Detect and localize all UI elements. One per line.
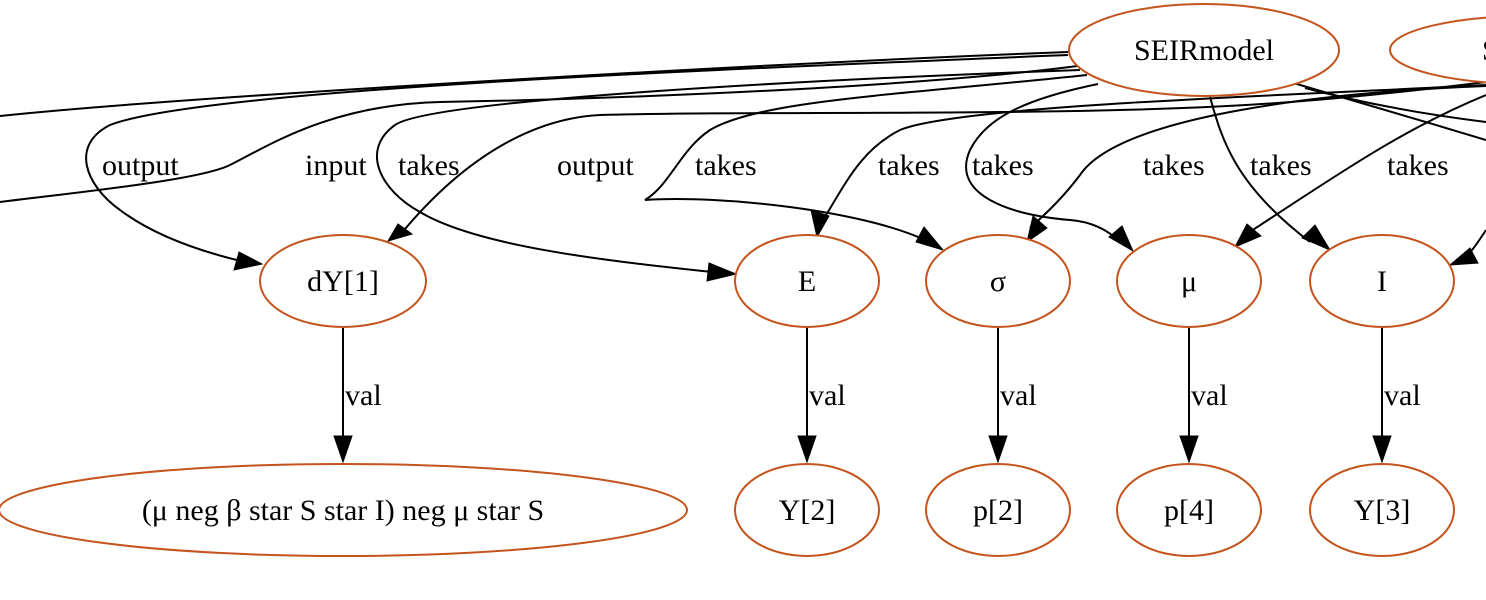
node-y2[interactable]: Y[2] bbox=[734, 463, 880, 557]
arrowhead-e-top bbox=[810, 209, 830, 239]
edge-output-dy1 bbox=[85, 54, 1069, 263]
edge-label-val-mu: val bbox=[1191, 379, 1228, 412]
edge-label-output-2: output bbox=[557, 149, 634, 182]
edge-takes-e bbox=[376, 69, 1081, 273]
edge-output-right-1 bbox=[1289, 81, 1486, 141]
node-i[interactable]: I bbox=[1309, 234, 1455, 328]
arrowhead-val-e bbox=[797, 435, 817, 464]
node-label-seirmodel: SEIRmodel bbox=[1134, 34, 1274, 67]
node-label-e: E bbox=[798, 265, 816, 298]
edge-label-takes-7: takes bbox=[1387, 149, 1449, 182]
edge-label-takes-5: takes bbox=[1143, 149, 1205, 182]
node-expression[interactable]: (μ neg β star S star I) neg μ star S bbox=[0, 463, 688, 557]
arrowhead-val-i bbox=[1372, 435, 1392, 464]
node-label-i: I bbox=[1377, 265, 1387, 298]
node-mu[interactable]: μ bbox=[1116, 234, 1262, 328]
node-label-seirmodel-2: S bbox=[1482, 34, 1486, 67]
edge-label-val-dy1: val bbox=[345, 379, 382, 412]
arrowhead-mu-left bbox=[1108, 225, 1135, 253]
edge-label-output-1: output bbox=[102, 149, 179, 182]
arrowhead-val-sigma bbox=[988, 435, 1008, 464]
edge-label-takes-6: takes bbox=[1250, 149, 1312, 182]
arrowhead-sigma-right bbox=[1026, 215, 1048, 244]
edge-label-val-e: val bbox=[809, 379, 846, 412]
arrowhead-dy1-left bbox=[233, 251, 264, 271]
edge-label-val-i: val bbox=[1384, 379, 1421, 412]
arrowhead-sigma-left bbox=[915, 226, 945, 251]
node-label-mu: μ bbox=[1181, 265, 1197, 298]
node-label-y2: Y[2] bbox=[779, 494, 836, 527]
node-label-sigma: σ bbox=[990, 265, 1006, 298]
edge-label-takes-2: takes bbox=[695, 149, 757, 182]
node-label-p2: p[2] bbox=[973, 494, 1023, 527]
arrowhead-i-left bbox=[1301, 224, 1332, 252]
node-sigma[interactable]: σ bbox=[925, 234, 1071, 328]
edge-input-left bbox=[0, 64, 1086, 203]
edge-label-takes-3: takes bbox=[878, 149, 940, 182]
edge-right-to-dy1 bbox=[399, 81, 1486, 236]
arrowhead-mu-right bbox=[1233, 223, 1262, 249]
node-label-dy1: dY[1] bbox=[307, 265, 379, 298]
edge-right-takes-mu bbox=[1244, 94, 1486, 236]
arrowhead-right-node bbox=[1448, 247, 1479, 266]
edge-label-input-1: input bbox=[305, 149, 367, 182]
node-p2[interactable]: p[2] bbox=[925, 463, 1071, 557]
edge-label-takes-4: takes bbox=[972, 149, 1034, 182]
edge-takes-sigma bbox=[644, 74, 1088, 241]
node-seirmodel[interactable]: SEIRmodel bbox=[1068, 3, 1340, 97]
edge-output-right-2 bbox=[1304, 87, 1486, 123]
node-label-expression: (μ neg β star S star I) neg μ star S bbox=[142, 494, 544, 527]
arrowhead-dy1-right bbox=[386, 223, 414, 242]
node-y3[interactable]: Y[3] bbox=[1309, 463, 1455, 557]
edge-label-takes-1: takes bbox=[398, 149, 460, 182]
edge-label-val-sigma: val bbox=[1000, 379, 1037, 412]
node-p4[interactable]: p[4] bbox=[1116, 463, 1262, 557]
arrowhead-e-left bbox=[706, 262, 738, 282]
edge-right-takes-sigma bbox=[1029, 85, 1486, 229]
arrowhead-val-dy1 bbox=[333, 435, 353, 464]
edge-takes-mu bbox=[965, 83, 1121, 243]
edge-output-to-left bbox=[0, 51, 1069, 117]
node-label-y3: Y[3] bbox=[1354, 494, 1411, 527]
edge-takes-i bbox=[1209, 96, 1311, 243]
node-dy1[interactable]: dY[1] bbox=[259, 234, 427, 328]
arrowhead-val-mu bbox=[1179, 435, 1199, 464]
node-label-p4: p[4] bbox=[1164, 494, 1214, 527]
node-e[interactable]: E bbox=[734, 234, 880, 328]
node-seirmodel-2[interactable]: S bbox=[1389, 16, 1486, 84]
edge-right-takes-e bbox=[819, 84, 1486, 226]
